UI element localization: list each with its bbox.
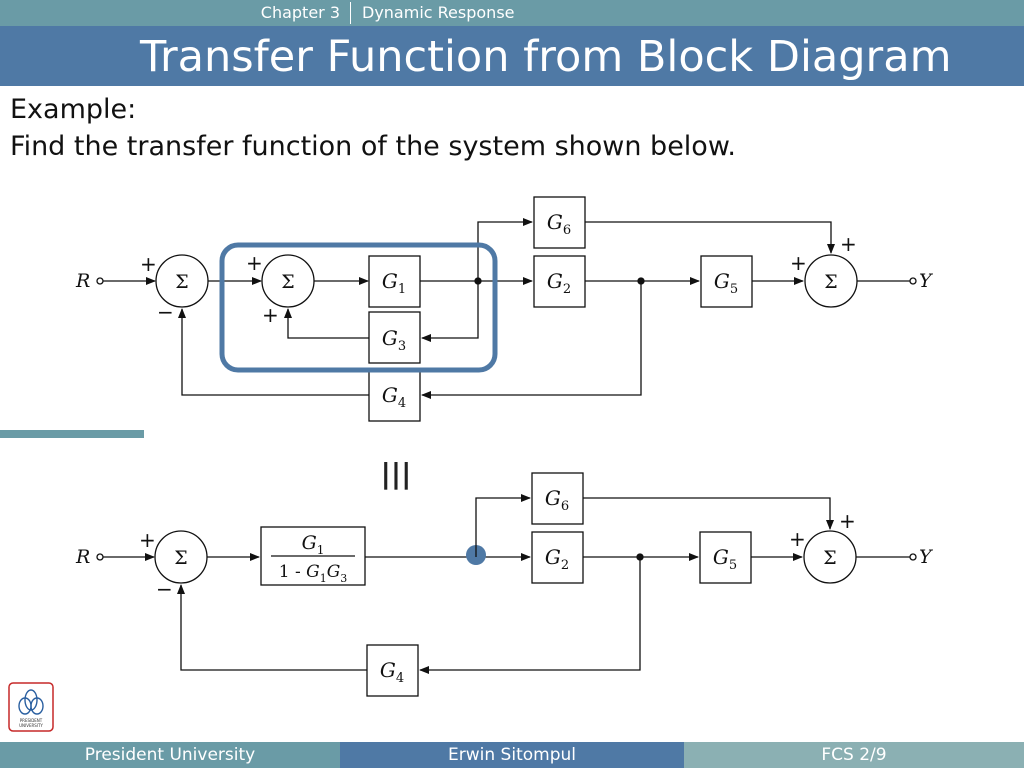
bottom-input-label: R (75, 546, 90, 568)
top-input-label: R (75, 270, 90, 292)
top-sum1-plus: + (140, 252, 157, 276)
university-logo-icon: PRESIDENT UNIVERSITY (8, 682, 54, 732)
footer-institution: President University (84, 745, 256, 765)
top-block-g3 (368, 311, 421, 364)
top-output-node (909, 277, 917, 285)
footer: President University Erwin Sitompul FCS … (0, 742, 1024, 768)
bottom-sum2-plus-top: + (839, 509, 856, 533)
footer-page: FCS 2/9 (821, 745, 887, 765)
equivalence-symbol: ||| (381, 457, 412, 490)
example-label: Example: (10, 94, 137, 125)
chapter-label: Chapter 3 (260, 3, 340, 22)
bottom-sum1-plus: + (139, 528, 156, 552)
top-sum2-plus-bottom: + (262, 303, 279, 327)
bottom-sum2-symbol: Σ (823, 547, 836, 569)
footer-right: FCS 2/9 (684, 742, 1024, 768)
slide-title: Transfer Function from Block Diagram (140, 32, 952, 82)
top-input-node (96, 277, 104, 285)
highlight-box (219, 242, 498, 373)
top-block-g2 (533, 255, 586, 308)
top-sum3-symbol: Σ (824, 271, 837, 293)
top-sum3-plus-top: + (840, 232, 857, 256)
combined-denominator: 1 - G1G3 (279, 562, 348, 585)
bottom-sum1-symbol: Σ (174, 547, 187, 569)
top-diagram: R Σ + − Σ + + G1 G3 G6 G2 (75, 196, 934, 422)
chapter-strip: Chapter 3 Dynamic Response (0, 0, 1024, 26)
bottom-output-label: Y (919, 546, 934, 568)
bottom-output-node (909, 553, 917, 561)
topic-label: Dynamic Response (362, 3, 515, 22)
bottom-input-node (96, 553, 104, 561)
top-block-g6 (533, 196, 586, 249)
top-block-g4 (368, 369, 421, 422)
bottom-diagram: R Σ + − G1 1 - G1G3 G6 G2 G4 G5 (75, 472, 934, 697)
chapter-separator (350, 2, 351, 24)
footer-center: Erwin Sitompul (340, 742, 684, 768)
bottom-block-g4 (366, 644, 419, 697)
bottom-block-g6 (531, 472, 584, 525)
footer-left: President University (0, 742, 340, 768)
bottom-sum1-minus: − (156, 577, 173, 601)
bottom-sum2-plus-left: + (789, 527, 806, 551)
bottom-block-g2 (531, 531, 584, 584)
svg-text:UNIVERSITY: UNIVERSITY (19, 723, 43, 728)
top-block-g1 (368, 255, 421, 308)
top-sum1-symbol: Σ (175, 271, 188, 293)
title-bar: Transfer Function from Block Diagram (0, 26, 1024, 86)
problem-statement: Find the transfer function of the system… (10, 131, 737, 162)
footer-author: Erwin Sitompul (448, 745, 576, 765)
top-sum2-plus-top: + (246, 251, 263, 275)
top-sum1-minus: − (157, 300, 174, 324)
top-output-label: Y (919, 270, 934, 292)
top-sum3-plus-left: + (790, 251, 807, 275)
svg-text:PRESIDENT: PRESIDENT (20, 718, 43, 723)
top-sum2-symbol: Σ (281, 271, 294, 293)
decorative-bar (0, 430, 144, 438)
